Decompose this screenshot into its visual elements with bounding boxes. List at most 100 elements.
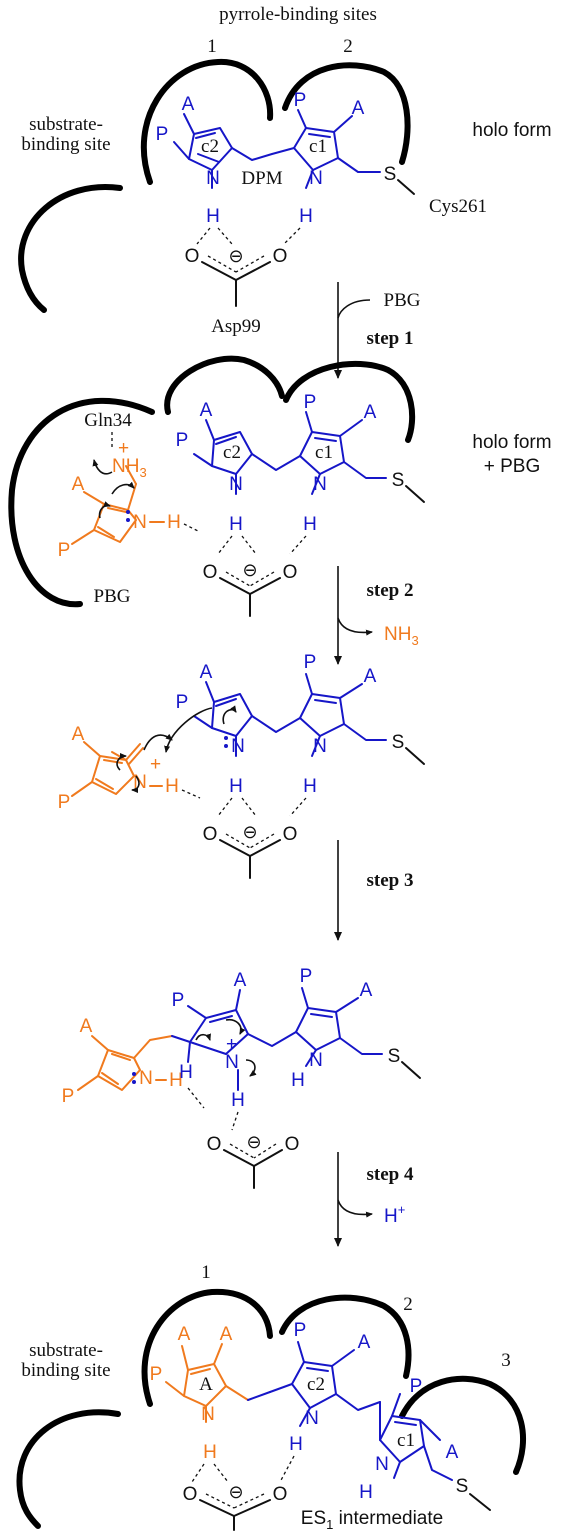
sulfur-label: S [392, 732, 405, 753]
plus-charge: + [118, 438, 129, 459]
oxygen-label: O [283, 562, 298, 583]
oxygen-label: O [273, 1484, 288, 1505]
oxygen-label: O [203, 824, 218, 845]
step-1-label: step 1 [367, 328, 414, 349]
asp99-carboxylate: O O ⊖ [203, 797, 307, 879]
oxygen-label: O [273, 246, 288, 267]
propionate-label: P [172, 990, 185, 1011]
ring-a-label: A [199, 1374, 213, 1395]
step-1: PBG step 1 [334, 282, 421, 379]
propionate-label: P [294, 1320, 307, 1341]
site-2-label: 2 [403, 1294, 413, 1315]
hydrogen-label: H [165, 776, 179, 797]
hydrogen-label: H [303, 514, 317, 535]
nitrogen-label: N [133, 512, 147, 533]
step-3: step 3 [334, 840, 414, 941]
sulfur-label: S [456, 1476, 469, 1497]
propionate-label: P [156, 124, 169, 145]
hydrogen-label: H [231, 1090, 245, 1111]
hydrogen-label: H [229, 776, 243, 797]
step-2: step 2 NH3 [334, 566, 419, 665]
minus-charge: ⊖ [246, 1132, 261, 1152]
c2-label: c2 [223, 442, 241, 463]
pyrrole-ring-c1 [379, 1415, 425, 1463]
oxygen-label: O [185, 246, 200, 267]
propionate-label: P [58, 792, 71, 813]
c1-label: c1 [397, 1430, 415, 1451]
pocket-2-arc [279, 1294, 412, 1379]
propionate-label: P [410, 1376, 423, 1397]
nitrogen-label: N [305, 1408, 319, 1429]
nitrogen-label: N [229, 474, 243, 495]
acetate-label: A [182, 94, 195, 115]
plus-charge: + [226, 1034, 237, 1055]
hydrogen-label: H [229, 514, 243, 535]
hydrogen-label: H [179, 1062, 193, 1083]
hydrogen-label: H [167, 512, 181, 533]
acetate-label: A [358, 1332, 371, 1353]
acetate-label: A [200, 662, 213, 683]
acetate-label: A [360, 980, 373, 1001]
panel-holo-pbg: holo form + PBG Gln34 NH3 + A P N H PBG [8, 355, 552, 617]
panel-holo-form: pyrrole-binding sites 1 2 substrate- bin… [18, 4, 552, 337]
pocket-1-arc [141, 1288, 273, 1407]
pyrrole-ring-c1 [299, 693, 345, 737]
asp99-carboxylate: O O ⊖ Asp99 [185, 227, 301, 337]
pbg-ring [97, 1049, 141, 1091]
asp99-carboxylate: O O ⊖ [203, 535, 307, 617]
h-plus-product: H+ [384, 1202, 405, 1227]
asp99-carboxylate: O O ⊖ [207, 1111, 299, 1189]
pyrrole-ring-c2 [211, 431, 253, 475]
step-4: step 4 H+ [334, 1152, 414, 1247]
minus-charge: ⊖ [242, 822, 257, 842]
minus-charge: ⊖ [228, 1482, 243, 1502]
acetate-label: A [220, 1324, 233, 1345]
azafulvene-ring [91, 755, 135, 795]
pocket-2-arc [282, 62, 411, 165]
step-2-label: step 2 [367, 580, 414, 601]
acetate-label: A [178, 1324, 191, 1345]
acetate-label: A [364, 666, 377, 687]
pocket-3-arc [399, 1375, 526, 1475]
hydrogen-label: H [203, 1442, 217, 1463]
dpm-label: DPM [241, 168, 282, 189]
propionate-label: P [58, 540, 71, 561]
c2-label: c2 [201, 136, 219, 157]
substrate-site-arc [8, 397, 155, 608]
hydrogen-label: H [299, 206, 313, 227]
holo-form-pbg-line1: holo form [472, 432, 551, 453]
holo-form-pbg-line2: + PBG [484, 456, 541, 477]
gln34-label: Gln34 [84, 410, 132, 431]
cysteine-label: Cys261 [429, 196, 487, 217]
hydrogen-label: H [291, 1070, 305, 1091]
acetate-label: A [446, 1442, 459, 1463]
propionate-label: P [300, 966, 313, 987]
pyrrole-ring-c2 [291, 1361, 337, 1409]
propionate-label: P [304, 392, 317, 413]
nh3-product: NH3 [384, 624, 419, 648]
pyrrolenine-ring [189, 1009, 249, 1055]
pyrrole-ring-c1 [293, 127, 339, 171]
pyrrole-ring-c1 [295, 1007, 341, 1051]
pocket-1-arc [164, 355, 285, 415]
substrate-site-label-line2: binding site [21, 1360, 110, 1381]
minus-charge: ⊖ [228, 246, 243, 266]
site-3-label: 3 [501, 1350, 511, 1371]
propionate-label: P [294, 90, 307, 111]
step-3-label: step 3 [367, 870, 414, 891]
substrate-site-arc [18, 184, 123, 313]
minus-charge: ⊖ [242, 560, 257, 580]
hydrogen-label: H [169, 1070, 183, 1091]
nitrogen-label: N [313, 736, 327, 757]
nh3-group: NH3 [112, 456, 147, 480]
pyrrole-ring-c1 [299, 431, 345, 475]
asp99-label: Asp99 [211, 316, 261, 337]
acetate-label: A [200, 400, 213, 421]
c2-label: c2 [307, 1374, 325, 1395]
propionate-label: P [62, 1086, 75, 1107]
pyrrole-ring-c2 [188, 127, 233, 171]
c1-label: c1 [309, 136, 327, 157]
sulfur-label: S [388, 1046, 401, 1067]
step-4-label: step 4 [367, 1164, 414, 1185]
